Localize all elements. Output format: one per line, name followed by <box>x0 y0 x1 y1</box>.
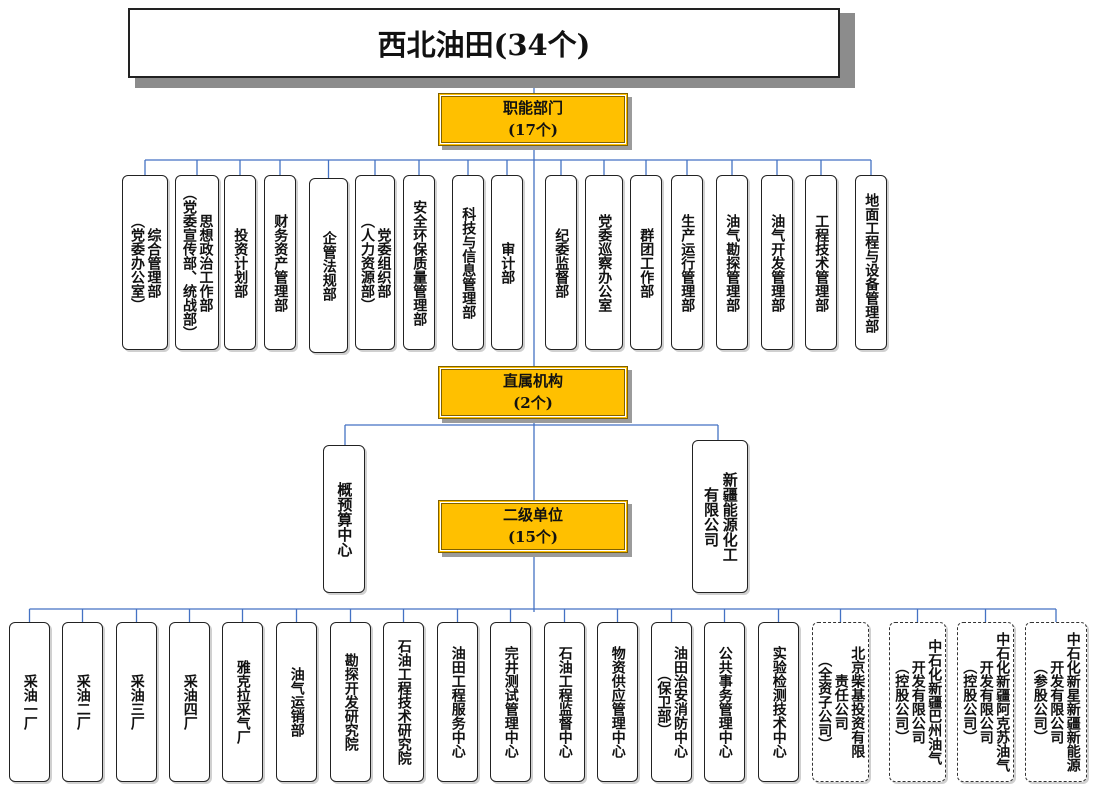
functional-unit-box: 审计部 <box>491 175 523 350</box>
functional-unit-box: 党委巡察办公室 <box>585 175 623 350</box>
functional-unit-label: （人力资源部） <box>359 213 375 312</box>
secondary-unit-box: 油气运销部 <box>276 622 317 782</box>
secondary-unit-box: 物资供应管理中心 <box>597 622 638 782</box>
direct-org-name: 直属机构 <box>502 371 563 390</box>
secondary-unit-label: （保卫部） <box>655 667 672 737</box>
functional-unit-box: 纪委监督部 <box>545 175 577 350</box>
secondary-unit-label: 石油工程技术研究院 <box>395 639 412 765</box>
secondary-unit-box: 北京柴基投资有限责任公司（全资子公司） <box>812 622 869 782</box>
secondary-unit-box: 采油三厂 <box>116 622 157 782</box>
secondary-unit-box: 石油工程技术研究院 <box>383 622 424 782</box>
functional-unit-label: 党委巡察办公室 <box>596 213 613 312</box>
direct-unit-box: 新疆能源化工有限公司 <box>692 440 748 593</box>
secondary-unit-label: 油田治安消防中心 <box>672 646 689 758</box>
direct-unit-box: 概预算中心 <box>323 445 365 593</box>
secondary-unit-label: （控股公司） <box>961 660 978 744</box>
functional-unit-label: 科技与信息管理部 <box>460 206 477 319</box>
secondary-unit-label: 采油四厂 <box>181 674 198 730</box>
secondary-unit-label: 实验检测技术中心 <box>770 646 787 758</box>
functional-unit-box: 投资计划部 <box>224 175 256 350</box>
secondary-unit-box: 完井测试管理中心 <box>490 622 531 782</box>
functional-unit-box: 工程技术管理部 <box>805 175 837 350</box>
functional-unit-label: 综合管理部 <box>145 227 162 298</box>
secondary-unit-label: （控股公司） <box>893 660 910 744</box>
direct-unit-label: 新疆能源化工 <box>720 471 739 562</box>
secondary-unit-label: 开发有限公司 <box>1048 660 1065 744</box>
secondary-unit-box: 中石化新疆阿克苏油气开发有限公司（控股公司） <box>957 622 1014 782</box>
secondary-unit-box: 采油四厂 <box>169 622 210 782</box>
functional-unit-box: 党委组织部（人力资源部） <box>355 175 395 350</box>
functional-dept-header: 职能部门 (17个) <box>438 93 628 146</box>
secondary-unit-label: 中石化新疆巴州油气 <box>926 639 943 765</box>
functional-unit-label: 群团工作部 <box>638 227 655 298</box>
secondary-unit-box: 公共事务管理中心 <box>704 622 745 782</box>
functional-unit-box: 油气开发管理部 <box>761 175 793 350</box>
secondary-unit-label: 油气运销部 <box>288 667 305 737</box>
functional-unit-label: 安全环保质量管理部 <box>411 199 428 326</box>
secondary-unit-box: 中石化新星新疆新能源开发有限公司（参股公司） <box>1025 622 1087 782</box>
secondary-unit-count: (15个) <box>507 527 559 546</box>
functional-unit-box: 科技与信息管理部 <box>452 175 484 350</box>
secondary-unit-name: 二级单位 <box>502 505 563 524</box>
functional-dept-count: (17个) <box>507 120 559 139</box>
secondary-unit-box: 油田治安消防中心（保卫部） <box>651 622 692 782</box>
org-title: 西北油田(34个) <box>128 8 840 78</box>
functional-unit-box: 群团工作部 <box>630 175 662 350</box>
secondary-unit-label: 北京柴基投资有限 <box>849 646 866 758</box>
functional-unit-box: 地面工程与设备管理部 <box>855 175 887 350</box>
secondary-unit-box: 勘探开发研究院 <box>330 622 371 782</box>
functional-unit-box: 思想政治工作部（党委宣传部、统战部） <box>175 175 219 350</box>
secondary-unit-box: 石油工程监督中心 <box>544 622 585 782</box>
secondary-unit-box: 雅克拉采气厂 <box>222 622 263 782</box>
secondary-unit-label: 公共事务管理中心 <box>716 646 733 758</box>
direct-unit-label: 有限公司 <box>702 486 720 547</box>
secondary-unit-label: 采油二厂 <box>74 674 91 730</box>
secondary-unit-label: 中石化新星新疆新能源 <box>1064 632 1081 772</box>
functional-unit-label: 纪委监督部 <box>553 227 570 298</box>
functional-dept-name: 职能部门 <box>502 98 563 117</box>
secondary-unit-label: 责任公司 <box>832 674 849 730</box>
functional-unit-box: 企管法规部 <box>309 178 348 353</box>
functional-unit-label: 党委组织部 <box>375 227 392 298</box>
secondary-unit-box: 实验检测技术中心 <box>758 622 799 782</box>
secondary-unit-label: 中石化新疆阿克苏油气 <box>994 632 1011 772</box>
secondary-unit-box: 油田工程服务中心 <box>437 622 478 782</box>
functional-unit-label: 工程技术管理部 <box>813 213 830 312</box>
secondary-unit-header: 二级单位 (15个) <box>438 500 628 553</box>
functional-unit-label: 投资计划部 <box>232 227 249 298</box>
secondary-unit-label: 雅克拉采气厂 <box>234 660 251 744</box>
secondary-unit-label: 石油工程监督中心 <box>556 646 573 758</box>
functional-unit-box: 油气勘探管理部 <box>716 175 748 350</box>
functional-unit-label: 审计部 <box>499 241 516 284</box>
secondary-unit-label: 勘探开发研究院 <box>342 653 359 751</box>
functional-unit-label: 油气开发管理部 <box>769 213 786 312</box>
functional-unit-label: 思想政治工作部 <box>197 213 214 312</box>
direct-unit-label: 概预算中心 <box>335 481 354 557</box>
functional-unit-label: 财务资产管理部 <box>272 213 289 312</box>
secondary-unit-box: 采油二厂 <box>62 622 103 782</box>
secondary-unit-label: 物资供应管理中心 <box>609 646 626 758</box>
direct-org-count: (2个) <box>513 393 553 412</box>
functional-unit-label: （党委宣传部、统战部） <box>181 185 197 340</box>
functional-unit-box: 综合管理部（党委办公室） <box>122 175 168 350</box>
secondary-unit-label: （参股公司） <box>1031 660 1048 744</box>
secondary-unit-label: （全资子公司） <box>816 653 833 751</box>
secondary-unit-box: 采油一厂 <box>9 622 50 782</box>
direct-org-header: 直属机构 (2个) <box>438 366 628 419</box>
secondary-unit-label: 采油三厂 <box>128 674 145 730</box>
secondary-unit-label: 完井测试管理中心 <box>502 646 519 758</box>
functional-unit-label: 地面工程与设备管理部 <box>863 192 880 333</box>
functional-unit-label: 油气勘探管理部 <box>724 213 741 312</box>
functional-unit-label: （党委办公室） <box>129 213 145 312</box>
functional-unit-box: 财务资产管理部 <box>264 175 296 350</box>
secondary-unit-label: 开发有限公司 <box>977 660 994 744</box>
secondary-unit-box: 中石化新疆巴州油气开发有限公司（控股公司） <box>889 622 946 782</box>
functional-unit-label: 生产运行管理部 <box>679 213 696 312</box>
secondary-unit-label: 采油一厂 <box>21 674 38 730</box>
secondary-unit-label: 油田工程服务中心 <box>449 646 466 758</box>
secondary-unit-label: 开发有限公司 <box>909 660 926 744</box>
functional-unit-label: 企管法规部 <box>320 230 337 301</box>
functional-unit-box: 安全环保质量管理部 <box>403 175 435 350</box>
functional-unit-box: 生产运行管理部 <box>671 175 703 350</box>
